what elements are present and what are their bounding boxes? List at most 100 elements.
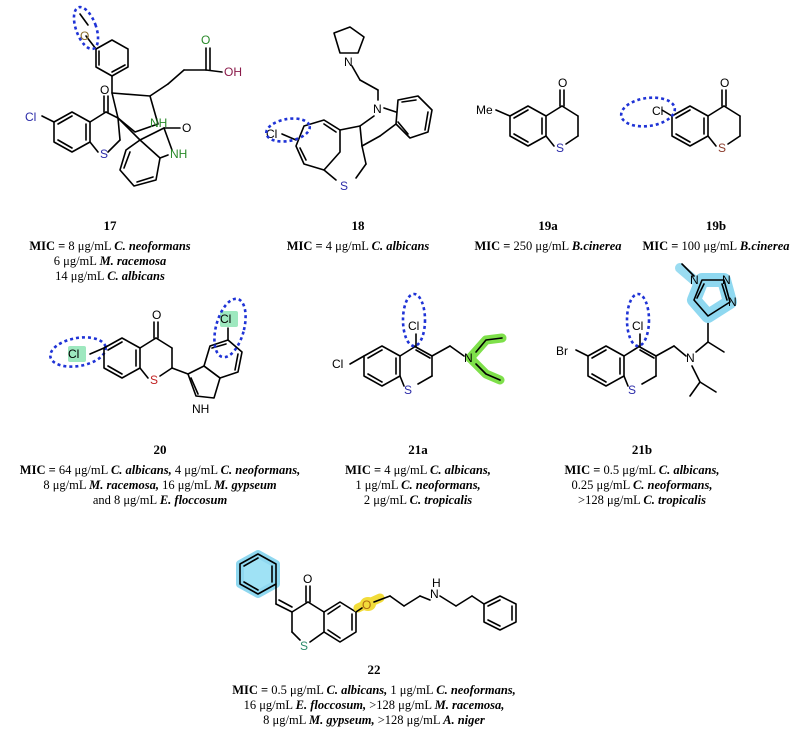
highlight-circle (264, 117, 312, 143)
mic-value: 0.5 μg/mL (603, 463, 656, 477)
highlight-green (220, 311, 238, 327)
atom-S-21a: S (404, 383, 412, 397)
structure-19b: O S Cl (619, 76, 741, 155)
atom-O-19b: O (720, 76, 729, 90)
atom-NH-oxindole: NH (170, 147, 187, 161)
compound-number: 19b (705, 218, 727, 233)
atom-S-17: S (100, 147, 108, 161)
atom-OH: OH (224, 65, 242, 79)
atom-N-21a: N (464, 351, 473, 365)
atom-N-triazole1: N (690, 273, 699, 287)
mic-value: 4 μg/mL (325, 239, 369, 253)
organism: C. albicans, (110, 463, 172, 477)
organism: M. racemosa, (89, 478, 159, 492)
mic-value: 100 μg/mL (681, 239, 737, 253)
mic-value: 8 μg/mL (68, 239, 112, 253)
mic-value: >128 μg/mL (377, 713, 440, 727)
organism: C. neoformans, (220, 463, 301, 477)
atom-Me-19a: Me (476, 103, 493, 117)
organism: C. tropicalis (643, 493, 706, 507)
highlight-circle (401, 292, 427, 348)
caption-20: 20 MIC = 64 μg/mL C. albicans, 4 μg/mL C… (20, 442, 300, 508)
mic-label: MIC = (642, 239, 679, 253)
organism: E. floccosum (159, 493, 228, 507)
mic-value: 2 μg/mL (363, 493, 407, 507)
atom-S-18: S (340, 179, 348, 193)
mic-value: 4 μg/mL (384, 463, 427, 477)
organism: C. albicans, (658, 463, 720, 477)
atom-Cl-21b: Cl (632, 319, 643, 333)
atom-S-21b: S (628, 383, 636, 397)
mic-value: 14 μg/mL (55, 269, 105, 283)
mic-value: >128 μg/mL (369, 698, 432, 712)
compound-number: 19a (538, 218, 558, 233)
mic-value: 64 μg/mL (58, 463, 108, 477)
mic-label: MIC = (286, 239, 323, 253)
structure-18: N N S Cl (264, 26, 433, 193)
highlight-circle (213, 297, 247, 359)
mic-value: 8 μg/mL (263, 713, 306, 727)
atom-Cl-21a-vinyl: Cl (408, 319, 419, 333)
mic-label: MIC = (232, 683, 269, 697)
atom-Cl-18: Cl (266, 127, 277, 141)
caption-21b: 21b MIC = 0.5 μg/mL C. albicans, 0.25 μg… (564, 442, 719, 508)
atom-Cl-17: Cl (25, 110, 36, 124)
atom-O-17: O (80, 29, 89, 43)
organism: C. albicans, (430, 463, 491, 477)
caption-17: 17 MIC = 8 μg/mL C. neoformans 6 μg/mL M… (29, 218, 190, 284)
highlight-blue (236, 550, 280, 598)
mic-label: MIC = (29, 239, 66, 253)
atom-Br-21b: Br (556, 344, 568, 358)
caption-21a: 21a MIC = 4 μg/mL C. albicans, 1 μg/mL C… (345, 442, 491, 508)
mic-label: MIC = (345, 463, 382, 477)
mic-label: MIC = (564, 463, 601, 477)
organism: M. racemosa (99, 254, 167, 268)
atom-N-21b: N (686, 351, 695, 365)
caption-18: 18 MIC = 4 μg/mL C. albicans (287, 218, 430, 254)
highlight-yellow (360, 597, 376, 611)
atom-O-acid: O (201, 33, 210, 47)
mic-value: >128 μg/mL (578, 493, 641, 507)
organism: C. neoformans, (401, 478, 481, 492)
structure-17: O NH O OH O S Cl O (25, 5, 242, 187)
structure-21a: Cl Cl S N (332, 292, 507, 397)
atom-S-20: S (150, 373, 158, 387)
atom-Cl-19b: Cl (652, 104, 663, 118)
highlight-circle (72, 5, 100, 51)
organism: C. tropicalis (409, 493, 473, 507)
organism: E. floccosum, (295, 698, 367, 712)
atom-O-22-ether: O (362, 598, 371, 612)
compound-number: 17 (103, 218, 117, 233)
compound-number: 21b (631, 442, 653, 457)
mic-value: 6 μg/mL (53, 254, 97, 268)
mic-value: 16 μg/mL (243, 698, 293, 712)
mic-value: 16 μg/mL (162, 478, 212, 492)
atom-NH-20: NH (192, 402, 209, 416)
atom-O-19a: O (558, 76, 567, 90)
structure-19a: O S Me (476, 76, 579, 155)
mic-value: 8 μg/mL (43, 478, 87, 492)
organism: B.cinerea (739, 239, 790, 253)
structure-21b: Br Cl S N N N N (556, 263, 737, 397)
atom-N-triazole3: N (728, 295, 737, 309)
highlight-circle (619, 96, 677, 128)
caption-19a: 19a MIC = 250 μg/mL B.cinerea (474, 218, 621, 254)
organism: C. albicans (371, 239, 430, 253)
atom-NH-17: NH (150, 116, 167, 130)
organism: M. gypseum, (309, 713, 375, 727)
mic-value: 250 μg/mL (513, 239, 569, 253)
atom-S-22: S (300, 639, 308, 653)
highlight-circle (625, 292, 651, 348)
organism: C. neoformans, (436, 683, 516, 697)
mic-label: MIC = (474, 239, 511, 253)
atom-N-pyrrolidine: N (344, 55, 353, 69)
mic-value: and 8 μg/mL (92, 493, 157, 507)
atom-O-keto-17: O (100, 83, 109, 97)
compound-number: 20 (153, 442, 167, 457)
structure-20: Cl O S NH Cl (49, 297, 247, 416)
compound-number: 18 (351, 218, 365, 233)
mic-label: MIC = (19, 463, 56, 477)
organism: C. albicans, (326, 683, 388, 697)
atom-O-oxindole: O (182, 121, 191, 135)
structure-22: O S O N H (236, 550, 517, 653)
